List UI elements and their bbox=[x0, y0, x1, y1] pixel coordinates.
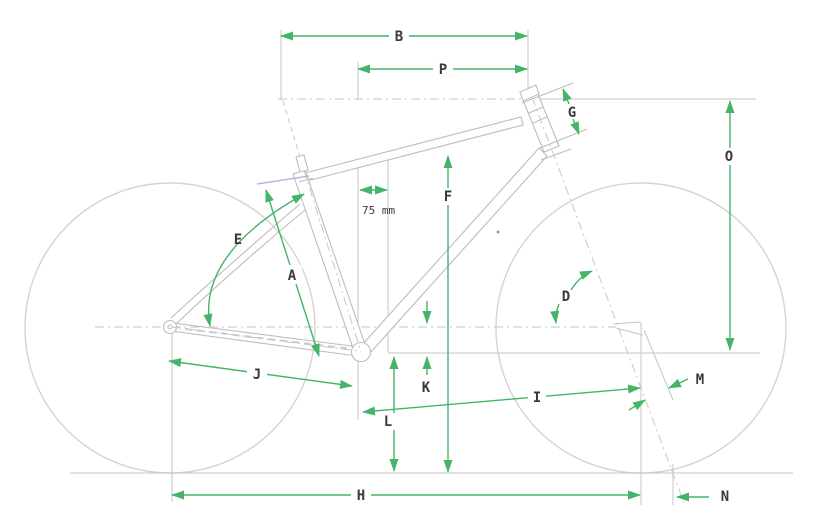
dim-label-g: G bbox=[568, 105, 576, 121]
fork-crown-line bbox=[540, 148, 572, 161]
seat-tube-centerline bbox=[303, 169, 362, 353]
top-tube bbox=[304, 116, 524, 182]
seatpost bbox=[295, 154, 309, 173]
dim-label-d: D bbox=[562, 289, 570, 305]
label-backdrop bbox=[389, 28, 409, 44]
seat-collar-line bbox=[298, 177, 314, 183]
dim-label-j: J bbox=[253, 367, 261, 383]
front-dropout-diagonal bbox=[615, 327, 644, 336]
chainstay-bottom-edge bbox=[170, 330, 358, 357]
stray-dot bbox=[496, 230, 500, 234]
chainstay-centerline bbox=[171, 326, 359, 352]
headset-spacer-line bbox=[532, 116, 548, 124]
label-backdrop bbox=[247, 366, 267, 382]
dim-label-n: N bbox=[721, 489, 729, 505]
dim-arrow-m-left bbox=[628, 399, 646, 411]
dim-arrow-m-right bbox=[668, 378, 689, 389]
dim-arrow-d-lower bbox=[550, 303, 560, 324]
dim-label-a: A bbox=[288, 268, 297, 284]
head-tube bbox=[522, 93, 560, 153]
rear-hub bbox=[162, 319, 178, 335]
stem-top-cap bbox=[519, 84, 540, 102]
seat-tube bbox=[292, 169, 368, 355]
dim-label-o: O bbox=[725, 149, 733, 165]
dim-label-e: E bbox=[234, 232, 242, 248]
fork-offset-parallel-line bbox=[643, 329, 674, 401]
label-backdrop bbox=[721, 148, 738, 165]
dim-label-p: P bbox=[439, 62, 447, 78]
dim-arrow-g-top bbox=[562, 88, 572, 105]
label-backdrop bbox=[440, 188, 457, 205]
dim-label-f: F bbox=[444, 189, 452, 205]
dim-arc-e bbox=[203, 193, 305, 327]
dim-label-i: I bbox=[533, 390, 541, 406]
label-backdrop bbox=[351, 487, 371, 503]
label-backdrop bbox=[528, 390, 546, 405]
dim-arrow-d-upper bbox=[570, 270, 593, 291]
seat-axis-extension bbox=[282, 100, 305, 171]
dim-arrow-g-bottom bbox=[570, 118, 580, 135]
dim-label-l: L bbox=[384, 414, 392, 430]
label-backdrop bbox=[283, 265, 302, 284]
head-tube-top-tick bbox=[521, 82, 574, 104]
dim-line-i bbox=[362, 384, 641, 416]
label-backdrop bbox=[433, 61, 453, 77]
headset-spacer-line bbox=[528, 106, 544, 114]
steering-axis bbox=[531, 96, 685, 504]
label-backdrop bbox=[380, 413, 397, 430]
dim-label-b: B bbox=[395, 29, 403, 45]
dim-label-m: M bbox=[696, 372, 704, 388]
front-dropout-line bbox=[612, 321, 641, 325]
seat-offset-note: 75 mm bbox=[362, 204, 395, 217]
dim-label-k: K bbox=[422, 380, 431, 396]
dim-label-h: H bbox=[357, 488, 365, 504]
seat-stay-edge bbox=[170, 203, 301, 319]
saddle-rail-line bbox=[256, 175, 310, 185]
